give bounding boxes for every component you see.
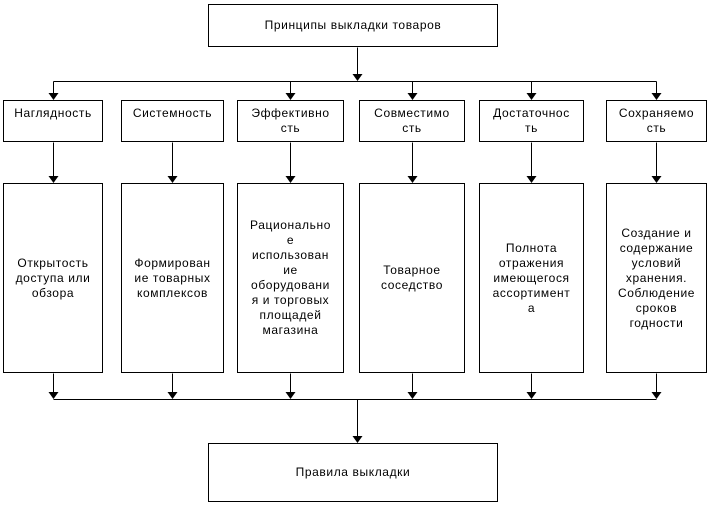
principle-box-6: Сохраняемо сть [606, 100, 707, 142]
principle-box-3: Эффективно сть [237, 100, 344, 142]
detail-box-2: Формирован ие товарных комплексов [121, 183, 224, 373]
title-box: Принципы выкладки товаров [208, 4, 498, 47]
detail-box-6: Создание и содержание условий хранения. … [606, 183, 707, 373]
detail-box-4: Товарное соседство [359, 183, 465, 373]
result-box: Правила выкладки [208, 443, 498, 502]
principle-box-1: Наглядность [3, 100, 103, 142]
detail-box-3: Рационально е использован ие оборудовани… [237, 183, 344, 373]
detail-box-5: Полнота отражения имеющегося ассортимент… [479, 183, 584, 373]
detail-box-1: Открытость доступа или обзора [3, 183, 103, 373]
principle-box-4: Совместимо сть [359, 100, 465, 142]
principle-box-5: Достаточнос ть [479, 100, 584, 142]
principle-box-2: Системность [121, 100, 224, 142]
